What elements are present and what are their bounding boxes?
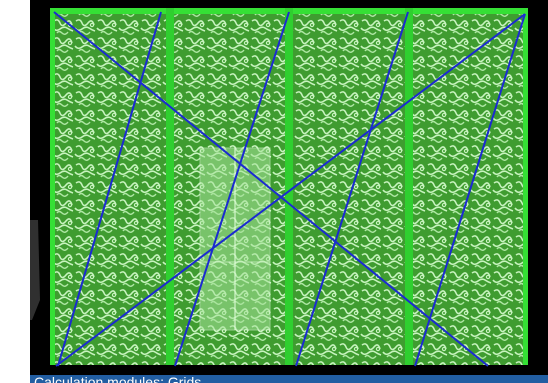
left-rail: [50, 8, 55, 365]
column-rail-2: [285, 8, 293, 365]
column-rail-3: [405, 8, 413, 365]
solar-cell-image: [30, 0, 548, 383]
highlight-overlay: [200, 148, 270, 330]
caption-text: Calculation modules: Grids: [34, 373, 201, 383]
column-rail-1: [166, 8, 174, 365]
image-viewer: Calculation modules: Grids: [30, 0, 548, 383]
caption-bar: Calculation modules: Grids: [30, 375, 548, 383]
edge-shadow: [30, 220, 40, 320]
right-rail: [523, 8, 528, 365]
